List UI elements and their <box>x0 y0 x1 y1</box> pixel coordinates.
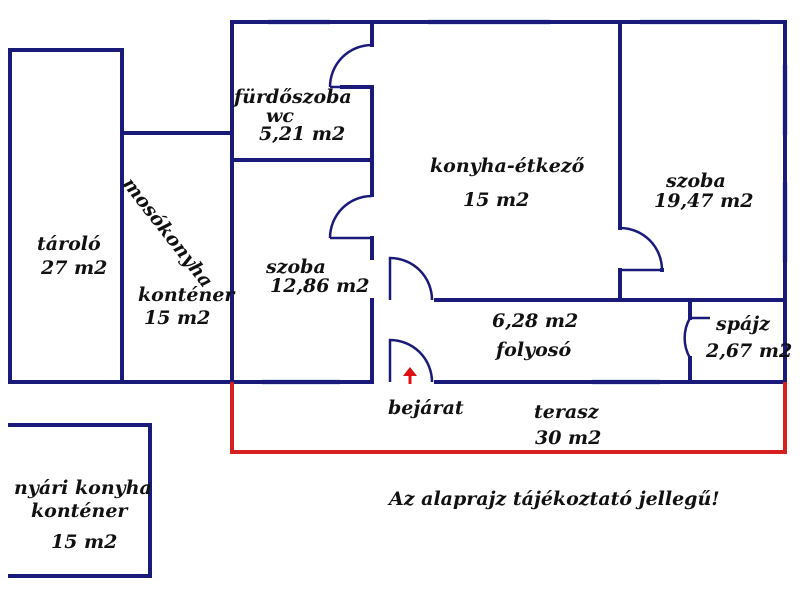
disclaimer-note: Az alaprajz tájékoztató jellegű! <box>387 488 720 510</box>
kitchen-area: 15 m2 <box>463 189 529 211</box>
bathroom-sub: wc <box>266 105 294 127</box>
room-labels: fürdőszoba wc 5,21 m2 konyha-étkező 15 m… <box>14 86 792 553</box>
door-bathroom <box>328 43 373 88</box>
doors <box>328 43 710 383</box>
storage-walls <box>8 48 124 384</box>
right-room-area: 19,47 m2 <box>654 190 753 212</box>
summer-kitchen-area: 15 m2 <box>51 531 117 553</box>
door-right-room <box>619 226 664 272</box>
storage-name: tároló <box>37 233 101 255</box>
pantry-area: 2,67 m2 <box>705 340 792 362</box>
summer-kitchen-name: nyári konyha <box>14 477 152 499</box>
terrace-area: 30 m2 <box>535 427 601 449</box>
laundry-area: 15 m2 <box>144 307 210 329</box>
kitchen-name: konyha-étkező <box>430 155 585 177</box>
laundry-sub: konténer <box>138 284 236 306</box>
door-kitchen <box>388 256 434 301</box>
outer-wall <box>230 20 787 384</box>
hallway-name: folyosó <box>494 339 571 361</box>
right-room-name: szoba <box>665 170 726 192</box>
terrace-outline <box>230 382 787 454</box>
middle-room-area: 12,86 m2 <box>270 275 369 297</box>
door-entrance <box>388 338 434 383</box>
hallway-area: 6,28 m2 <box>492 310 578 332</box>
bathroom-name: fürdőszoba <box>232 86 352 108</box>
entrance-arrow-icon <box>403 367 417 384</box>
door-middle-room <box>328 194 373 239</box>
middle-room-name: szoba <box>265 256 326 278</box>
pantry-name: spájz <box>715 313 771 335</box>
entrance-label: bejárat <box>388 397 464 419</box>
bathroom-area: 5,21 m2 <box>259 123 345 145</box>
door-pantry <box>683 317 692 359</box>
summer-kitchen-sub: konténer <box>31 500 129 522</box>
laundry-name: mosókonyha <box>118 174 217 292</box>
storage-area: 27 m2 <box>40 257 107 279</box>
terrace-name: terasz <box>534 401 600 423</box>
walls <box>8 20 787 578</box>
